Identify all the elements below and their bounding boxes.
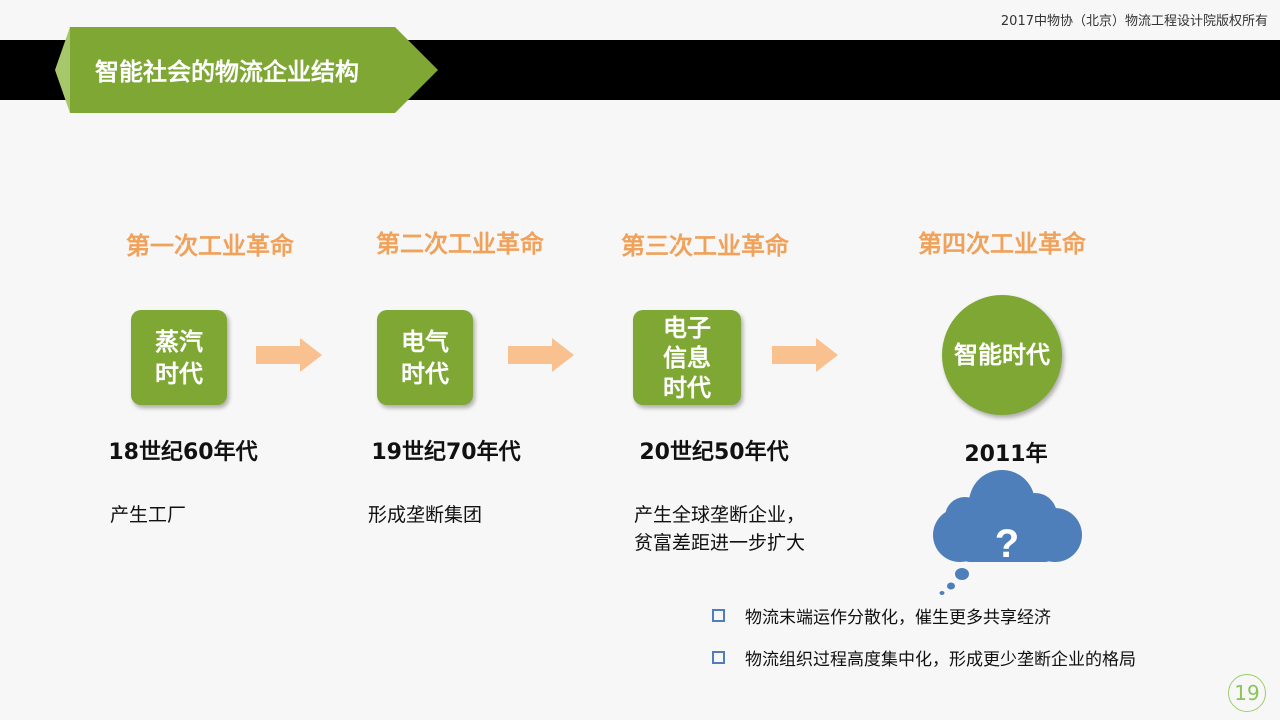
bullet-item: 物流末端运作分散化，催生更多共享经济 xyxy=(712,603,1051,628)
bullet-text: 物流组织过程高度集中化，形成更少垄断企业的格局 xyxy=(745,650,1136,670)
era-circle-smart: 智能时代 xyxy=(942,295,1062,415)
era-title: 第四次工业革命 xyxy=(918,230,1086,258)
era-box-steam: 蒸汽 时代 xyxy=(131,310,227,405)
page-title: 智能社会的物流企业结构 xyxy=(95,58,359,86)
page-number: 19 xyxy=(1228,674,1266,712)
title-banner xyxy=(55,27,438,113)
bullet-text: 物流末端运作分散化，催生更多共享经济 xyxy=(745,608,1051,628)
era-box-electric: 电气 时代 xyxy=(377,310,473,405)
copyright-text: 2017中物协（北京）物流工程设计院版权所有 xyxy=(1000,14,1268,29)
era-title: 第三次工业革命 xyxy=(621,232,789,260)
era-box-electronic: 电子 信息 时代 xyxy=(633,310,741,405)
era-year: 20世纪50年代 xyxy=(639,440,789,465)
bullet-item: 物流组织过程高度集中化，形成更少垄断企业的格局 xyxy=(712,645,1136,670)
arrow-right-icon xyxy=(256,338,322,372)
square-bullet-icon xyxy=(712,609,725,622)
era-year: 2011年 xyxy=(964,442,1048,467)
era-title: 第一次工业革命 xyxy=(126,232,294,260)
arrow-right-icon xyxy=(772,338,838,372)
era-year: 18世纪60年代 xyxy=(108,440,258,465)
era-title: 第二次工业革命 xyxy=(376,230,544,258)
question-cloud-icon: ? xyxy=(933,470,1082,595)
era-year: 19世纪70年代 xyxy=(371,440,521,465)
era-description: 产生工厂 xyxy=(110,504,187,526)
svg-text:?: ? xyxy=(995,522,1019,566)
arrow-right-icon xyxy=(508,338,574,372)
era-description: 产生全球垄断企业， 贫富差距进一步扩大 xyxy=(634,504,806,554)
era-description: 形成垄断集团 xyxy=(368,504,483,526)
square-bullet-icon xyxy=(712,651,725,664)
